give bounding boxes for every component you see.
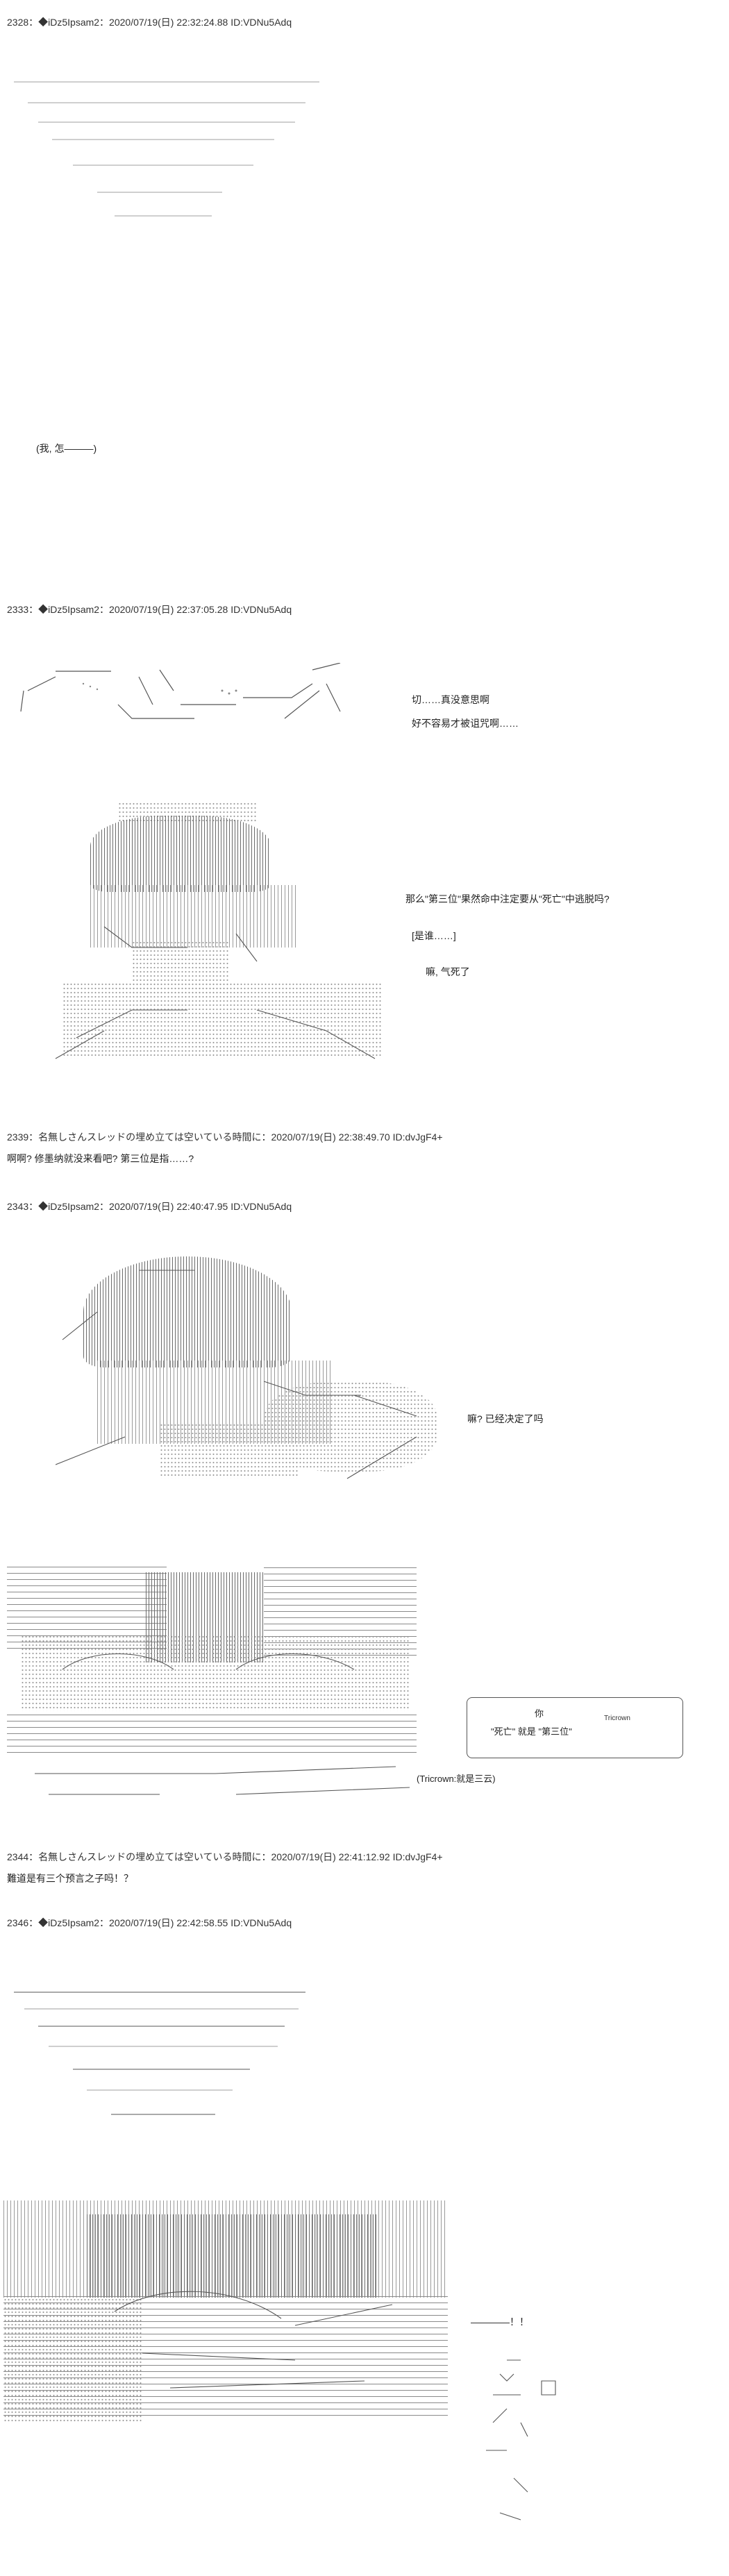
speech-text: 你: [535, 1708, 544, 1719]
ascii-art-small-figure: [479, 2353, 583, 2527]
divider: [28, 102, 305, 103]
ascii-art-scene: [7, 1565, 417, 1801]
divider: [38, 121, 295, 123]
dialogue-line: 嘛? 已经决定了吗: [467, 1413, 544, 1424]
dialogue-line: (我, 怎———): [36, 443, 97, 454]
divider: [87, 2089, 233, 2091]
ascii-art-scene: [3, 2200, 448, 2430]
post-header: 2346：◆iDz5Ipsam2：2020/07/19(日) 22:42:58.…: [7, 1917, 292, 1928]
divider: [115, 215, 212, 217]
post-header: 2343：◆iDz5Ipsam2：2020/07/19(日) 22:40:47.…: [7, 1201, 292, 1212]
speech-bubble: [467, 1697, 683, 1758]
post-header: 2339：名無しさんスレッドの埋め立ては空いている時間に：2020/07/19(…: [7, 1131, 443, 1143]
divider: [111, 2114, 215, 2115]
post-header: 2328：◆iDz5Ipsam2：2020/07/19(日) 22:32:24.…: [7, 17, 292, 28]
divider: [52, 139, 274, 140]
ascii-art-character: [49, 802, 382, 1066]
post-header: 2344：名無しさんスレッドの埋め立ては空いている時間に：2020/07/19(…: [7, 1851, 443, 1862]
divider: [38, 2026, 285, 2027]
divider: [24, 2008, 299, 2010]
divider: [73, 2069, 250, 2070]
reply-line: 啊啊? 修墨纳就没来看吧? 第三位是指……?: [7, 1153, 194, 1164]
speech-text: "死亡" 就是 "第三位": [491, 1726, 572, 1737]
dialogue-line: [是谁……]: [412, 930, 456, 941]
divider: [97, 192, 222, 193]
divider: [14, 1992, 305, 1993]
divider: [73, 165, 253, 166]
dialogue-line: (Tricrown:就是三云): [417, 1774, 496, 1784]
ascii-art-character: [56, 1256, 444, 1485]
ruby-annotation: Tricrown: [604, 1715, 630, 1722]
reply-line: 難道是有三个预言之子吗！？: [7, 1873, 133, 1884]
dialogue-line: 嘛, 气死了: [426, 966, 470, 977]
dialogue-line: 切……真没意思啊: [412, 694, 489, 705]
divider: [14, 81, 319, 83]
divider: [49, 2046, 278, 2047]
ascii-art-scene: [14, 663, 347, 725]
dialogue-line: 那么"第三位"果然命中注定要从"死亡"中逃脱吗?: [405, 893, 610, 904]
dialogue-line: 好不容易才被诅咒啊……: [412, 718, 519, 729]
post-header: 2333：◆iDz5Ipsam2：2020/07/19(日) 22:37:05.…: [7, 604, 292, 615]
dialogue-line: ————！！: [471, 2316, 529, 2327]
